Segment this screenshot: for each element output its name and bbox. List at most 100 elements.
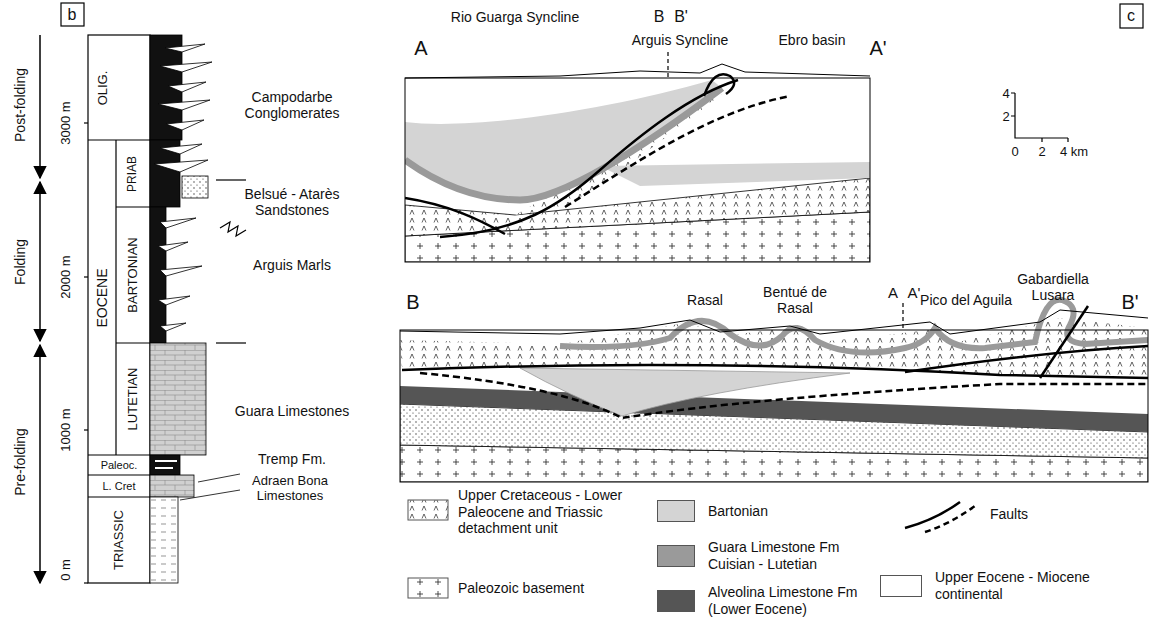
drawing-stroke — [150, 207, 166, 343]
legend-swatch — [657, 545, 695, 567]
drawing-stroke — [216, 179, 246, 180]
drawing-stroke — [905, 502, 960, 528]
drawing-stroke — [1120, 4, 1143, 28]
drawing-stroke — [115, 140, 116, 455]
depth-value: 1000 m — [59, 408, 74, 451]
section-end: B — [654, 8, 665, 26]
drawing-stroke — [88, 454, 150, 455]
drawing-stroke — [39, 345, 41, 583]
drawing-stroke — [150, 455, 180, 475]
drawing-stroke — [180, 490, 240, 500]
drawing-stroke — [150, 343, 206, 455]
structure-label: Ebro basin — [779, 32, 846, 48]
structure-label: Pico del Aguila — [920, 292, 1012, 308]
legend-text: Faults — [990, 506, 1110, 523]
drawing-stroke — [600, 162, 870, 186]
drawing-stroke — [925, 506, 975, 532]
scale-value: 2 — [1038, 145, 1045, 160]
section-end: A' — [908, 284, 921, 301]
drawing-stroke — [400, 386, 1148, 432]
drawing-stroke — [116, 206, 150, 207]
cross-section-b — [400, 300, 1148, 482]
drawing-stroke — [405, 78, 870, 262]
drawing-stroke — [88, 139, 150, 140]
drawing-stroke — [155, 461, 177, 468]
drawing-stroke — [158, 44, 212, 130]
drawing-stroke — [39, 35, 41, 178]
drawing-stroke — [84, 582, 88, 583]
drawing-stroke — [88, 496, 150, 497]
phase-label: Folding — [12, 239, 28, 285]
drawing-stroke — [220, 222, 246, 236]
stage-label: LUTETIAN — [126, 368, 141, 431]
section-end: B' — [1121, 291, 1138, 314]
drawing-stroke — [158, 218, 202, 331]
drawing-stroke — [408, 500, 448, 520]
scale-value: 0 — [1011, 145, 1018, 160]
legend-swatch — [880, 575, 922, 597]
drawing-stroke — [88, 474, 150, 475]
legend-swatch — [657, 500, 695, 522]
drawing-stroke — [150, 475, 194, 497]
formation-label: Tremp Fm. — [258, 451, 326, 467]
drawing-stroke — [405, 88, 722, 200]
legend-text: Bartonian — [708, 503, 858, 520]
epoch-label: OLIG. — [96, 71, 111, 106]
scale-value: 4 — [1002, 87, 1009, 102]
section-end: A — [888, 284, 898, 301]
lithology-column — [150, 35, 212, 583]
drawing-stroke — [402, 365, 1148, 378]
formation-label: Belsué - Atarès Sandstones — [212, 186, 372, 218]
legend-swatch — [657, 590, 695, 612]
drawing-stroke — [704, 74, 734, 96]
drawing-stroke — [560, 300, 1148, 353]
drawing-stroke — [116, 342, 150, 343]
formation-label: Guara Limestones — [235, 403, 349, 419]
legend-text: Paleozoic basement — [458, 580, 658, 597]
panel-letter: c — [1127, 7, 1135, 25]
legend-text: Upper Cretaceous - Lower Paleocene and T… — [458, 487, 648, 537]
drawing-stroke — [520, 368, 850, 416]
epoch-label: Paleoc. — [101, 459, 138, 472]
drawing-stroke — [400, 310, 1148, 334]
drawing-stroke — [84, 122, 88, 123]
drawing-stroke — [405, 198, 505, 234]
drawing-stroke — [88, 35, 150, 583]
drawing-stroke — [1011, 93, 1068, 142]
cross-section-a — [405, 52, 870, 262]
depth-value: 3000 m — [59, 101, 74, 144]
period-label: TRIASSIC — [112, 510, 127, 570]
drawing-stroke — [400, 300, 1148, 482]
panel-letter-boxes — [61, 3, 1143, 28]
drawing-stroke — [61, 3, 84, 26]
depth-value: 2000 m — [59, 255, 74, 298]
scale-value: 2 — [1002, 110, 1009, 125]
drawing-stroke — [565, 96, 790, 207]
section-end: B' — [674, 8, 688, 26]
drawing-stroke — [1040, 306, 1088, 378]
depth-value: 0 m — [59, 559, 74, 581]
phase-arrows — [39, 35, 41, 583]
structure-label: Gabardiella Lusara — [1008, 271, 1098, 303]
formation-label: Arguis Marls — [253, 257, 331, 273]
legend-text: Upper Eocene - Miocene continental — [935, 569, 1105, 603]
drawing-stroke — [154, 144, 208, 172]
drawing-stroke — [902, 303, 903, 328]
drawing-stroke — [905, 346, 1148, 372]
drawing-stroke — [39, 182, 41, 341]
drawing-stroke — [198, 474, 240, 482]
structure-label: Rasal — [687, 292, 723, 308]
panel-letter: b — [68, 6, 77, 24]
drawing-stroke — [84, 276, 88, 277]
drawing-stroke — [405, 74, 870, 262]
drawing-stroke — [440, 80, 738, 237]
formation-label: Adraen Bona Limestones — [243, 474, 338, 504]
unit-ticks — [180, 180, 246, 500]
structure-label: Bentué de Rasal — [760, 284, 830, 316]
scale-bar — [1011, 93, 1068, 142]
epoch-label: L. Cret — [102, 480, 135, 493]
drawing-stroke — [400, 330, 1148, 482]
drawing-stroke — [667, 52, 668, 78]
drawing-stroke — [408, 578, 448, 598]
